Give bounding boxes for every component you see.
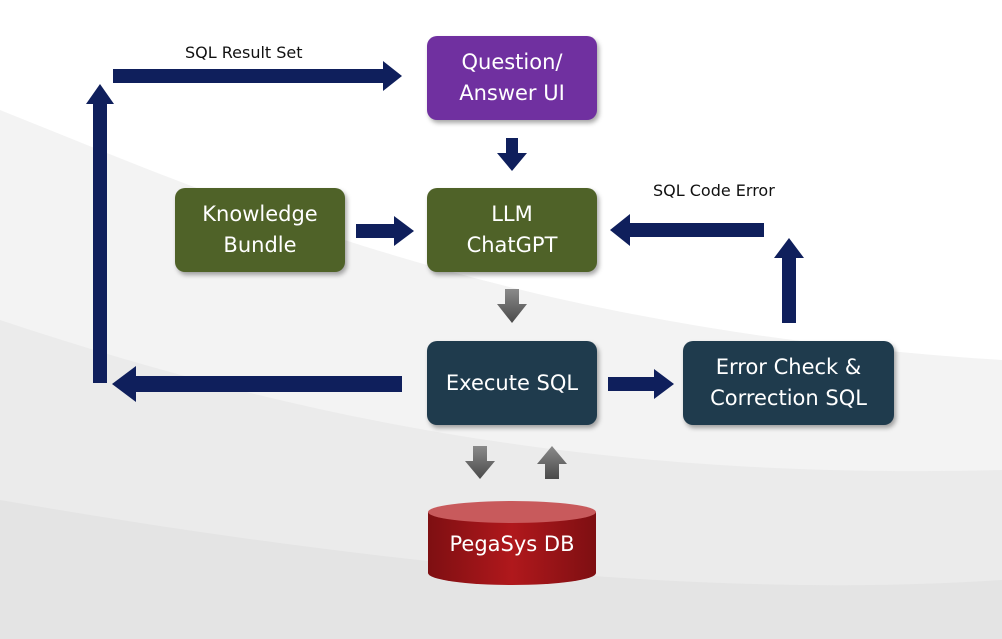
arrow-knowledge-to-llm	[356, 216, 414, 246]
error-check-correction-box: Error Check & Correction SQL	[683, 341, 894, 425]
pegasys-db-label: PegaSys DB	[449, 532, 575, 556]
arrow-error-vertical-up	[774, 238, 804, 323]
pegasys-db-cylinder	[428, 501, 596, 585]
arrow-result-set-to-qa	[113, 61, 402, 91]
arrow-execute-to-error-check	[608, 369, 674, 399]
error-check-correction-label: Error Check & Correction SQL	[710, 355, 867, 410]
knowledge-bundle-box: Knowledge Bundle	[175, 188, 345, 272]
sql-result-set-label: SQL Result Set	[185, 43, 303, 62]
question-answer-ui-box: Question/ Answer UI	[427, 36, 597, 120]
llm-chatgpt-label: LLM ChatGPT	[466, 202, 558, 257]
question-answer-ui-label: Question/ Answer UI	[459, 50, 565, 105]
llm-chatgpt-box: LLM ChatGPT	[427, 188, 597, 272]
execute-sql-box: Execute SQL	[427, 341, 597, 425]
arrow-llm-to-execute	[497, 289, 527, 323]
sql-code-error-label: SQL Code Error	[653, 181, 775, 200]
arrow-left-vertical-up	[86, 84, 114, 383]
execute-sql-label: Execute SQL	[445, 370, 579, 395]
arrow-execute-to-left	[112, 366, 402, 402]
arrow-execute-to-db	[465, 446, 495, 479]
arrow-qa-to-llm	[497, 138, 527, 171]
arrow-code-error-to-llm	[610, 214, 764, 246]
arrow-db-to-execute	[537, 446, 567, 479]
knowledge-bundle-label: Knowledge Bundle	[202, 202, 318, 257]
